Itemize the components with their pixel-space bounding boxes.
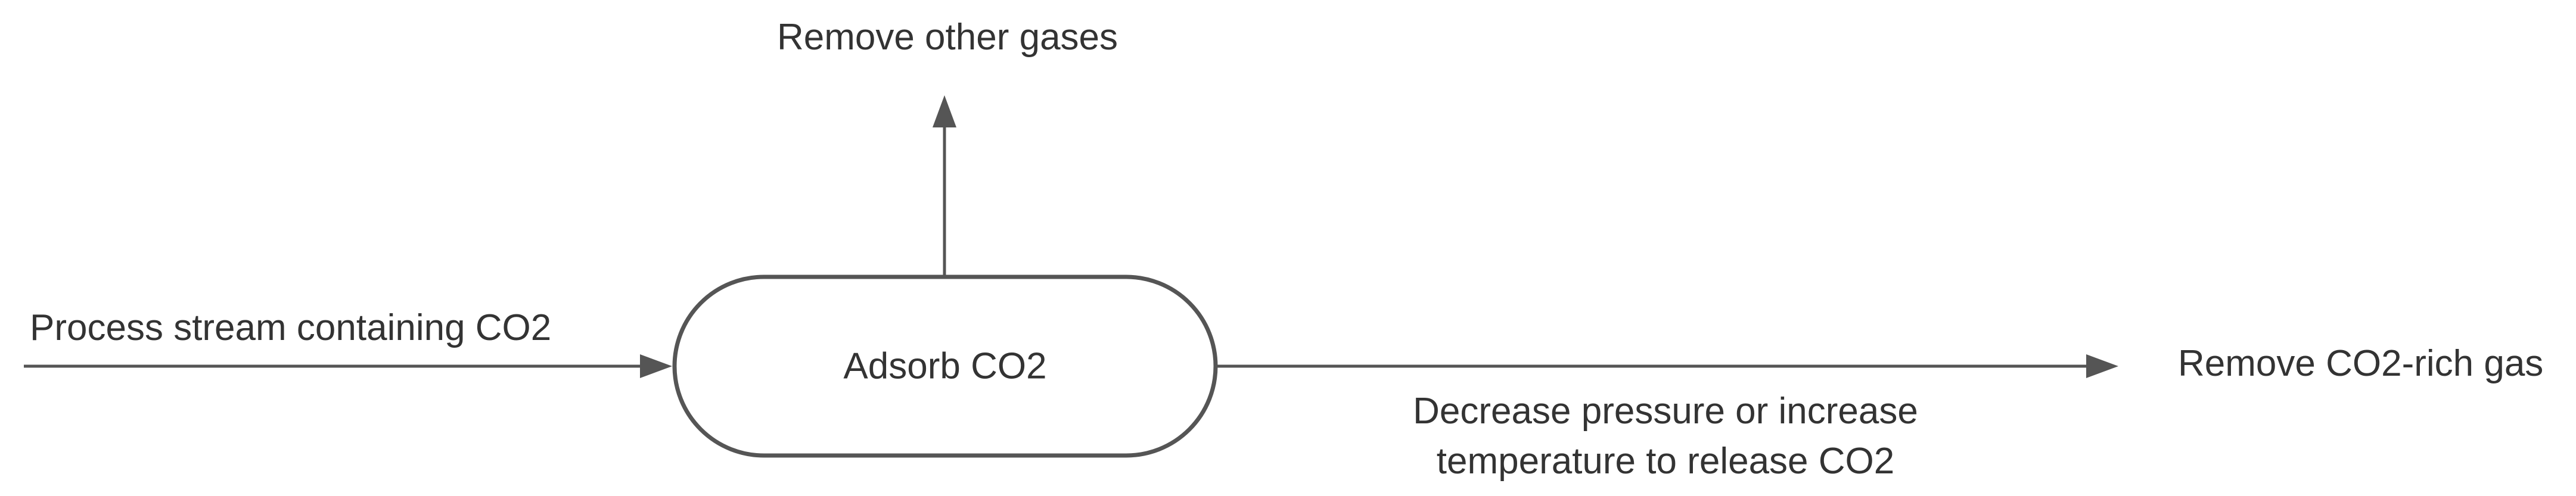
- process-node-adsorb: [672, 274, 1218, 458]
- top-output-arrow: [933, 95, 956, 277]
- right-output-arrowhead-icon: [2086, 354, 2118, 378]
- process-node-label: Adsorb CO2: [843, 346, 1046, 387]
- input-arrowhead-icon: [640, 354, 672, 378]
- input-label: Process stream containing CO2: [30, 307, 551, 348]
- top-output-label: Remove other gases: [777, 17, 1118, 58]
- input-arrow: [24, 354, 672, 378]
- right-output-arrow: [1216, 354, 2118, 378]
- release-note-line-2: temperature to release CO2: [1437, 441, 1895, 482]
- right-output-label: Remove CO2-rich gas: [2178, 343, 2543, 384]
- release-note-line-1: Decrease pressure or increase: [1413, 391, 1918, 432]
- top-output-arrowhead-icon: [933, 95, 956, 127]
